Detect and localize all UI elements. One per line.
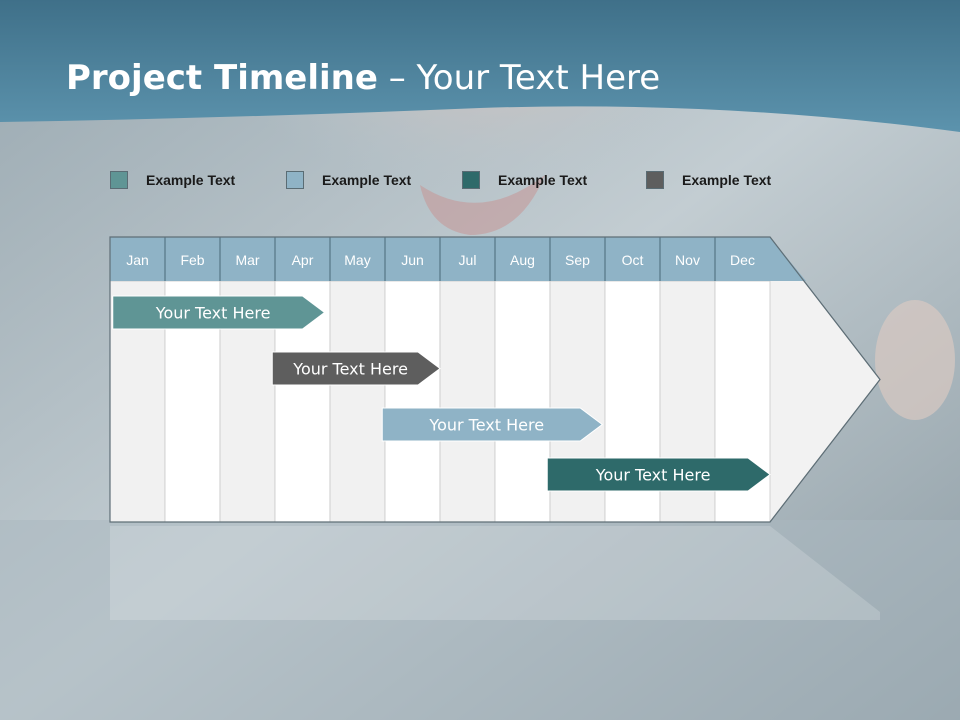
month-label-nov: Nov xyxy=(675,252,700,268)
month-column xyxy=(494,280,551,523)
title-bold: Project Timeline xyxy=(66,58,378,98)
task-bar-label: Your Text Here xyxy=(292,360,408,379)
month-label-feb: Feb xyxy=(180,252,204,268)
month-label-jun: Jun xyxy=(401,252,424,268)
legend-label: Example Text xyxy=(682,172,772,188)
title-rest: – Your Text Here xyxy=(377,58,661,98)
month-label-dec: Dec xyxy=(730,252,755,268)
month-header-band xyxy=(110,237,806,281)
legend-label: Example Text xyxy=(146,172,236,188)
month-column xyxy=(329,280,386,523)
timeline-reflection xyxy=(110,526,880,620)
legend-swatch xyxy=(462,171,480,189)
month-label-sep: Sep xyxy=(565,252,590,268)
timeline-arrow-outline xyxy=(109,236,881,523)
task-bar-2 xyxy=(271,351,441,386)
task-bar-label: Your Text Here xyxy=(428,416,544,435)
month-label-jul: Jul xyxy=(459,252,477,268)
month-label-may: May xyxy=(344,252,370,268)
task-bar-3 xyxy=(381,407,604,442)
legend-swatch xyxy=(286,171,304,189)
task-bar-label: Your Text Here xyxy=(155,304,271,323)
month-label-aug: Aug xyxy=(510,252,535,268)
legend-label: Example Text xyxy=(498,172,588,188)
month-label-jan: Jan xyxy=(126,252,149,268)
month-label-mar: Mar xyxy=(235,252,259,268)
month-label-apr: Apr xyxy=(292,252,314,268)
legend-label: Example Text xyxy=(322,172,412,188)
month-label-oct: Oct xyxy=(622,252,644,268)
legend-swatch xyxy=(646,171,664,189)
month-column xyxy=(439,280,496,523)
legend-swatch xyxy=(110,171,128,189)
task-bar-1 xyxy=(112,295,326,330)
task-bar-label: Your Text Here xyxy=(595,466,711,485)
task-bar-4 xyxy=(546,457,771,492)
month-column xyxy=(384,280,441,523)
page-title: Project Timeline – Your Text Here xyxy=(66,58,660,98)
title-banner xyxy=(0,0,960,132)
